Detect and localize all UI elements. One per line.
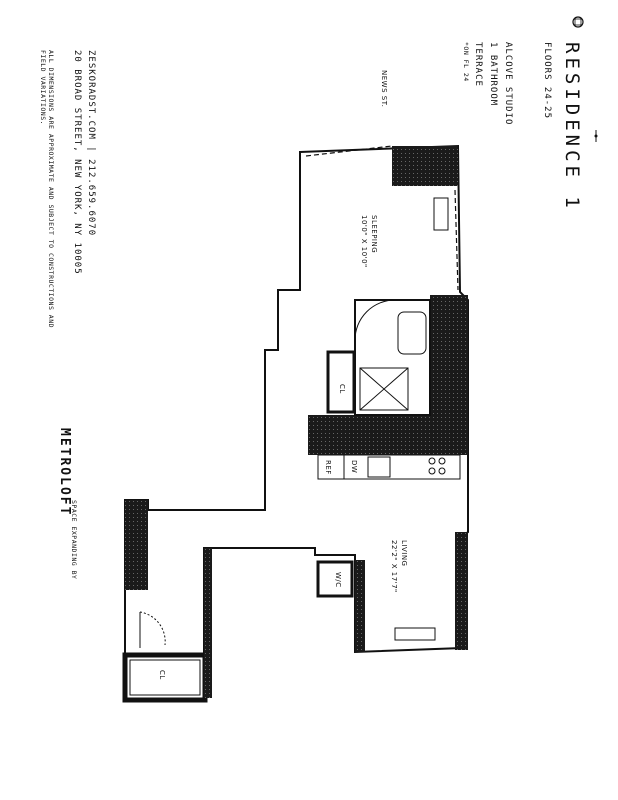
burner-3 [428,467,436,475]
burner-4 [438,467,446,475]
wall-core-kitchen [308,415,460,455]
terrace-note: *ON FL 24 [462,42,470,82]
wall-block-sleeping [392,146,458,186]
unit-type-label: ALCOVE STUDIO [503,42,513,126]
tub [397,311,427,355]
contact-address: 20 BROAD STREET, NEW YORK, NY 10005 [72,50,82,275]
vanity-x [359,367,409,411]
terrace-label: TERRACE [473,42,483,87]
brand-subline: SPACE EXPANDING BY [70,500,78,580]
living-label: LIVING [400,540,408,567]
window-living [394,627,436,641]
wall-living-east [455,532,468,650]
disclaimer-line-1: ALL DIMENSIONS ARE APPROXIMATE AND SUBJE… [47,50,55,329]
sleeping-dimensions: 10'0" X 10'0" [360,215,368,268]
window-sleeping [433,197,449,231]
dw-label: DW [350,460,358,474]
bath-room [354,299,431,416]
disclaimer-line-2: FIELD VARIATIONS. [39,50,47,126]
contact-website-phone: ZESKORADST.COM | 212.659.6070 [86,50,96,237]
closet-upper [326,350,356,414]
wall-living-south [355,560,365,652]
vanity [359,367,409,411]
bathroom-label: 1 BATHROOM [488,42,498,107]
wic-label: W/C [334,572,342,588]
terrace-dash-east [454,189,459,291]
closet-lower [129,659,201,696]
burner-2 [438,457,446,465]
sleeping-label: SLEEPING [370,215,378,254]
living-dimensions: 22'2" X 17'7" [390,540,398,593]
kitchen-counter [317,454,461,480]
eho-icon [572,16,584,28]
bath-door-swing [354,299,396,341]
north-arrow-icon [594,130,598,142]
floors-label: FLOORS 24-25 [542,42,552,120]
wall-west-column [125,500,148,590]
terrace-dash-north [305,145,393,157]
burner-1 [428,457,436,465]
wall-west-strip [204,548,212,698]
street-label: NEWS ST. [380,70,388,108]
sink [367,456,391,478]
residence-title: RESIDENCE 1 [561,42,583,212]
closet-upper-label: CL [338,384,346,394]
ref-label: REF [324,460,332,475]
closet-lower-label: CL [158,670,166,680]
entry-door-swing [139,611,166,646]
wic-room [316,560,354,598]
